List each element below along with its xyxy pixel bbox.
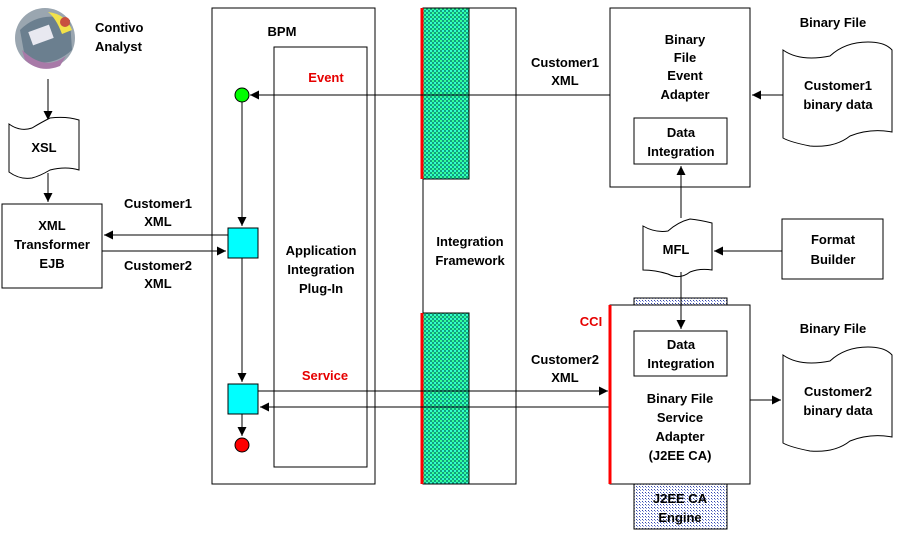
plugin-box [273, 46, 368, 468]
flow-left-lower-line2: XML [144, 276, 172, 291]
flow-left-upper-line2: XML [144, 214, 172, 229]
service-adapter-line3: Adapter [655, 429, 704, 444]
event-adapter-line4: Adapter [660, 87, 709, 102]
cci-label: CCI [580, 314, 602, 329]
xsl-label: XSL [31, 140, 56, 155]
plugin-line3: Plug-In [299, 281, 343, 296]
j2ee-engine-box [633, 483, 728, 530]
binary-file-top-line2: binary data [803, 97, 873, 112]
xml-transformer-line1: XML [38, 218, 66, 233]
engine-line1: J2EE CA [653, 491, 708, 506]
service-adapter-line2: Service [657, 410, 703, 425]
xsl-document [8, 116, 80, 179]
xml-transformer-line3: EJB [39, 256, 64, 271]
service-data-integration-line2: Integration [647, 356, 714, 371]
event-adapter-line3: Event [667, 68, 703, 83]
service-adapter-line1: Binary File [647, 391, 713, 406]
binary-file-top-caption: Binary File [800, 15, 866, 30]
framework-hatch-bottom [422, 312, 470, 485]
plugin-line1: Application [286, 243, 357, 258]
task-service-node [227, 383, 259, 415]
framework-line2: Framework [435, 253, 505, 268]
service-data-integration-box [633, 330, 728, 377]
binary-file-top-document [782, 41, 893, 147]
event-adapter-line1: Binary [665, 32, 706, 47]
service-data-integration-line1: Data [667, 337, 696, 352]
analyst-label-line1: Contivo [95, 20, 143, 35]
format-builder-line2: Builder [811, 252, 856, 267]
end-event-node [234, 437, 250, 453]
mfl-document [642, 218, 713, 278]
plugin-line2: Integration [287, 262, 354, 277]
mfl-label: MFL [663, 242, 690, 257]
event-data-integration-box [633, 117, 728, 165]
xml-transformer-box [1, 203, 103, 289]
framework-hatch-top [422, 7, 470, 180]
format-builder-line1: Format [811, 232, 856, 247]
binary-file-bottom-caption: Binary File [800, 321, 866, 336]
analyst-icon [15, 8, 75, 69]
format-builder-box [781, 218, 884, 280]
event-label: Event [308, 70, 344, 85]
start-event-node [234, 87, 250, 103]
service-adapter-line4: (J2EE CA) [649, 448, 712, 463]
event-data-integration-line1: Data [667, 125, 696, 140]
flow-bottom-line1: Customer2 [531, 352, 599, 367]
engine-line2: Engine [658, 510, 701, 525]
flow-top-line1: Customer1 [531, 55, 599, 70]
binary-file-bottom-line2: binary data [803, 403, 873, 418]
flow-left-upper-line1: Customer1 [124, 196, 192, 211]
task-transform-node [227, 227, 259, 259]
analyst-label-line2: Analyst [95, 39, 143, 54]
service-label: Service [302, 368, 348, 383]
xml-transformer-line2: Transformer [14, 237, 90, 252]
binary-file-bottom-document [782, 346, 893, 452]
binary-file-bottom-line1: Customer2 [804, 384, 872, 399]
bpm-title: BPM [268, 24, 297, 39]
event-adapter-line2: File [674, 50, 696, 65]
flow-bottom-line2: XML [551, 370, 579, 385]
flow-left-lower-line1: Customer2 [124, 258, 192, 273]
binary-file-top-line1: Customer1 [804, 78, 872, 93]
framework-line1: Integration [436, 234, 503, 249]
event-data-integration-line2: Integration [647, 144, 714, 159]
bpm-box [211, 7, 376, 485]
flow-top-line2: XML [551, 73, 579, 88]
